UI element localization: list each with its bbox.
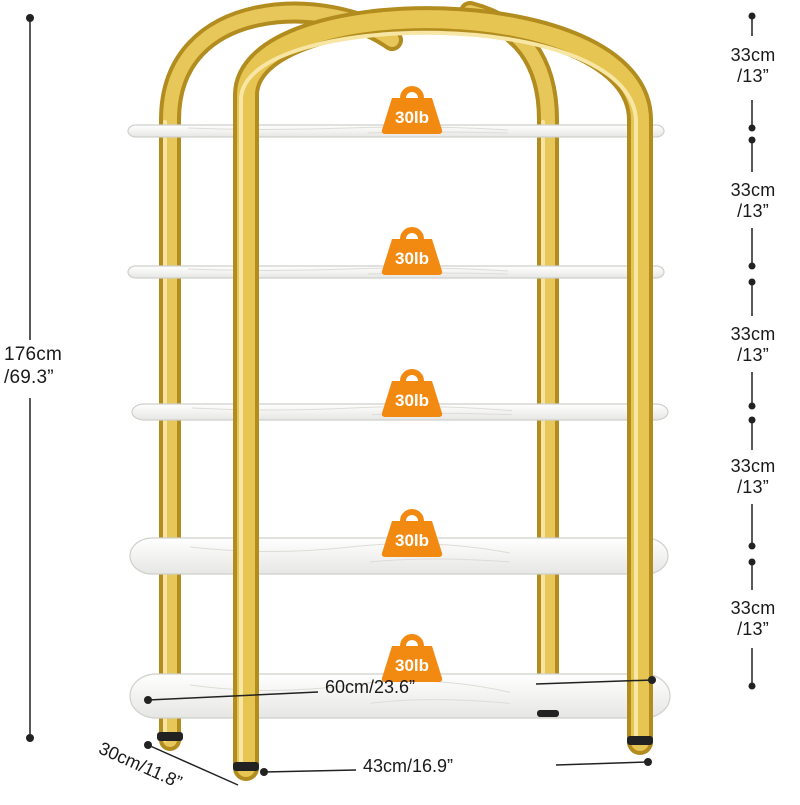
total-height-label: 176cm /69.3” (4, 343, 62, 389)
frame-width-label: 43cm/16.9” (360, 756, 457, 777)
shelf-spacing-metric: 33cm (730, 324, 776, 344)
shelf-spacing-metric: 33cm (730, 456, 776, 476)
weight-badge-label: 30lb (395, 249, 429, 268)
weight-badge-label: 30lb (395, 531, 429, 550)
shelf-spacing-label: 33cm /13” (708, 324, 798, 366)
frame-width-dimension-line (260, 758, 652, 776)
back-arch-frame (159, 1, 559, 751)
weight-kettlebell-icon: 30lb (381, 369, 443, 417)
frame-feet (157, 710, 653, 771)
shelf-spacing-label: 33cm /13” (708, 180, 798, 222)
shelf-spacing-imperial: /13” (737, 477, 769, 497)
depth-dimension-line (144, 741, 239, 786)
shelf-spacing-label: 33cm /13” (708, 598, 798, 640)
weight-kettlebell-icon: 30lb (381, 86, 443, 134)
shelf-spacing-imperial: /13” (737, 201, 769, 221)
weight-kettlebell-icon: 30lb (381, 634, 443, 682)
total-height-imperial: /69.3” (4, 367, 54, 388)
shelf-width-label: 60cm/23.6” (325, 677, 416, 697)
weight-badges: 30lb 30lb 30lb 30lb 30lb (381, 86, 443, 682)
shelf-spacing-imperial: /13” (737, 619, 769, 639)
weight-badge-label: 30lb (395, 656, 429, 675)
weight-badge-label: 30lb (395, 108, 429, 127)
weight-badge-label: 30lb (395, 391, 429, 410)
total-height-metric: 176cm (4, 344, 63, 365)
weight-kettlebell-icon: 30lb (381, 227, 443, 275)
shelf-spacing-imperial: /13” (737, 66, 769, 86)
shelf-spacing-metric: 33cm (730, 180, 776, 200)
shelf-width-dimension-line (144, 676, 656, 704)
total-height-dimension-line (26, 14, 34, 742)
shelf-boards (127, 124, 671, 719)
shelf-spacing-metric: 33cm (730, 598, 776, 618)
shelf-spacing-imperial: /13” (737, 345, 769, 365)
shelf-spacing-dimension-lines (748, 12, 756, 690)
shelf-spacing-label: 33cm /13” (708, 45, 798, 87)
weight-kettlebell-icon: 30lb (381, 509, 443, 557)
shelf-spacing-metric: 33cm (730, 45, 776, 65)
front-arch-frame (233, 6, 653, 781)
shelf-spacing-label: 33cm /13” (708, 456, 798, 498)
